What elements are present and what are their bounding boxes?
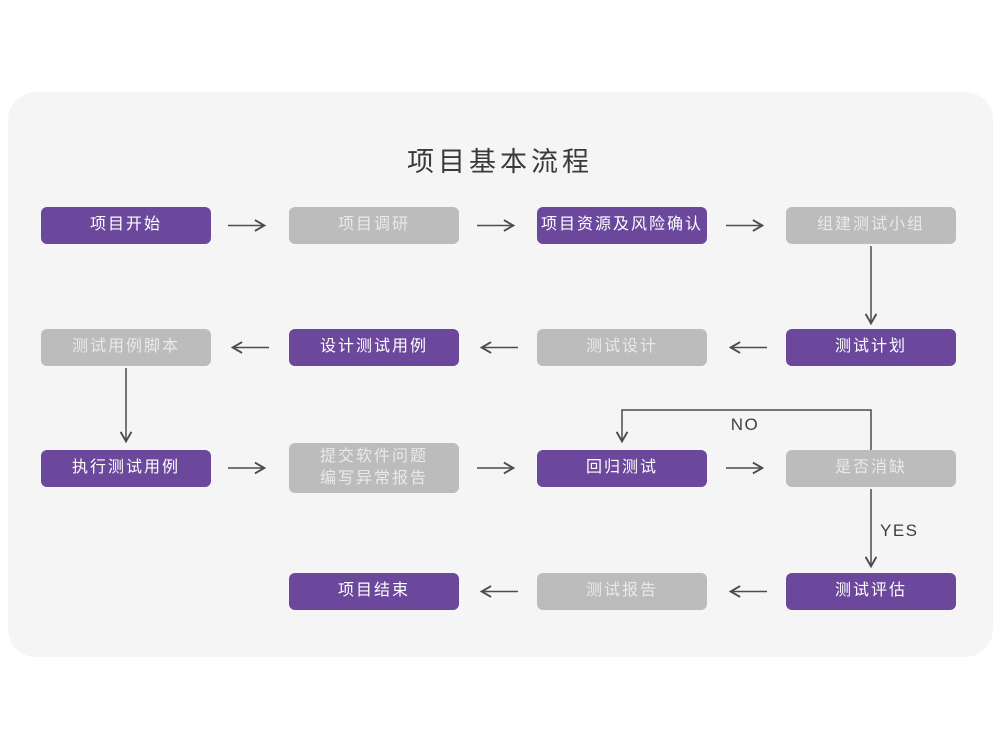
edge-label-yes: YES <box>880 521 919 540</box>
node-project-research: 项目调研 <box>289 207 459 244</box>
node-project-start: 项目开始 <box>41 207 211 244</box>
flowchart-card <box>8 92 993 657</box>
node-test-case-script: 测试用例脚本 <box>41 329 211 366</box>
node-label: 是否消缺 <box>834 459 907 477</box>
node-label: 执行测试用例 <box>71 459 180 477</box>
node-label: 项目调研 <box>337 216 410 234</box>
node-test-report: 测试报告 <box>537 573 707 610</box>
node-regression-test: 回归测试 <box>537 450 707 487</box>
node-label: 设计测试用例 <box>319 338 428 356</box>
node-label: 回归测试 <box>585 459 658 477</box>
node-test-plan: 测试计划 <box>786 329 956 366</box>
node-test-evaluation: 测试评估 <box>786 573 956 610</box>
node-label: 测试评估 <box>834 582 907 600</box>
page-title: 项目基本流程 <box>407 147 593 177</box>
node-resource-risk-confirm: 项目资源及风险确认 <box>537 207 707 244</box>
node-label-line2: 编写异常报告 <box>319 470 428 487</box>
node-label: 项目开始 <box>89 216 162 234</box>
node-form-test-team: 组建测试小组 <box>786 207 956 244</box>
node-label: 测试报告 <box>585 582 658 600</box>
node-defect-cleared: 是否消缺 <box>786 450 956 487</box>
node-submit-issue-report: 提交软件问题 编写异常报告 <box>289 443 459 493</box>
node-test-design: 测试设计 <box>537 329 707 366</box>
node-label: 项目资源及风险确认 <box>540 216 703 234</box>
node-label: 测试用例脚本 <box>71 338 180 356</box>
node-label-line1: 提交软件问题 <box>319 447 428 465</box>
node-label: 测试计划 <box>834 338 907 356</box>
node-execute-test-cases: 执行测试用例 <box>41 450 211 487</box>
node-label: 项目结束 <box>337 582 410 600</box>
node-project-end: 项目结束 <box>289 573 459 610</box>
node-label: 测试设计 <box>585 338 658 356</box>
node-design-test-cases: 设计测试用例 <box>289 329 459 366</box>
node-label: 组建测试小组 <box>816 216 925 234</box>
edge-label-no: NO <box>730 415 760 434</box>
